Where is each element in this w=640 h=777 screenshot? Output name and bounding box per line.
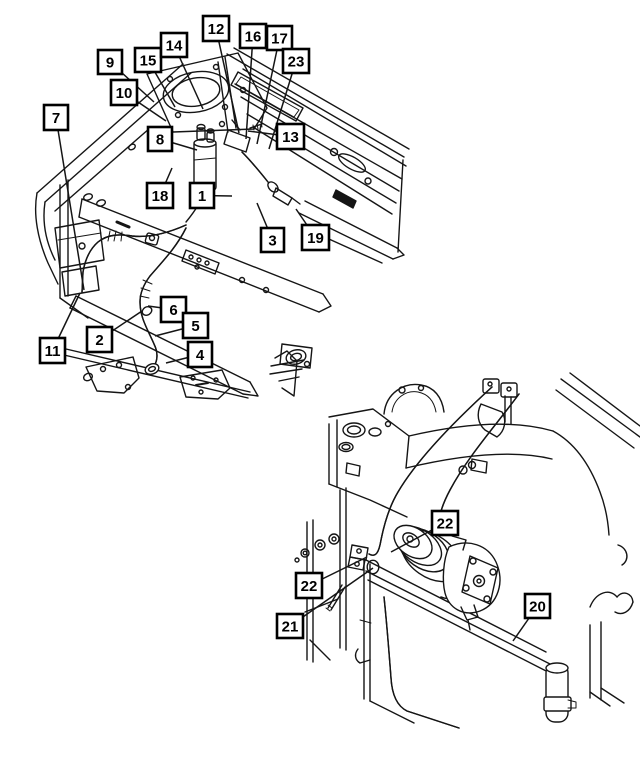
callout-number: 16 xyxy=(245,28,262,45)
callout-box-14[interactable] xyxy=(159,31,189,59)
callout-box-2[interactable] xyxy=(85,325,114,354)
callout-number: 11 xyxy=(45,343,61,360)
callout-number: 1 xyxy=(198,188,206,205)
callout-box-7[interactable] xyxy=(42,103,70,132)
callout-number: 14 xyxy=(166,37,183,54)
callout-box-22[interactable] xyxy=(430,509,460,537)
callout-box-23[interactable] xyxy=(281,47,311,75)
callout-leader-17 xyxy=(256,37,281,145)
callout-number: 19 xyxy=(307,230,324,247)
callout-number: 6 xyxy=(169,302,177,319)
callout-number: 4 xyxy=(196,347,205,364)
callout-number: 10 xyxy=(116,85,133,102)
callout-number: 15 xyxy=(140,52,157,69)
callout-number: 8 xyxy=(156,131,164,148)
callout-number: 3 xyxy=(268,232,276,249)
callout-box-10[interactable] xyxy=(109,78,139,107)
callout-box-5[interactable] xyxy=(181,311,210,340)
callout-number: 17 xyxy=(271,30,288,47)
callout-box-9[interactable] xyxy=(96,48,124,76)
callout-number: 12 xyxy=(208,21,225,38)
callout-leader-16 xyxy=(245,35,254,140)
callout-number: 20 xyxy=(529,598,546,615)
callout-box-4[interactable] xyxy=(186,340,214,369)
callout-box-20[interactable] xyxy=(523,592,552,620)
callout-box-18[interactable] xyxy=(145,181,175,210)
callout-box-8[interactable] xyxy=(146,125,174,153)
callout-number: 5 xyxy=(191,318,199,335)
callout-number: 2 xyxy=(95,332,103,349)
callout-number: 22 xyxy=(437,515,454,532)
callout-box-11[interactable] xyxy=(38,336,67,365)
callout-number: 13 xyxy=(282,129,299,146)
callout-number: 9 xyxy=(106,54,114,71)
callout-box-19[interactable] xyxy=(300,223,331,252)
callout-leader-7 xyxy=(55,117,85,291)
callout-box-3[interactable] xyxy=(259,226,286,254)
callout-leader-12 xyxy=(215,28,240,134)
callout-box-21[interactable] xyxy=(275,612,305,640)
callout-box-13[interactable] xyxy=(275,122,306,151)
callout-box-22[interactable] xyxy=(294,571,324,600)
callout-number: 22 xyxy=(301,578,318,595)
callout-number: 18 xyxy=(152,188,169,205)
callout-box-6[interactable] xyxy=(159,295,188,324)
callout-box-17[interactable] xyxy=(265,24,294,52)
callout-number: 21 xyxy=(282,618,299,635)
callout-box-15[interactable] xyxy=(133,46,163,74)
engine-bay-lineart xyxy=(269,359,640,729)
callout-number: 23 xyxy=(288,53,305,70)
callout-number: 7 xyxy=(52,110,60,127)
callouts-engine-bay-view: 22 22 21 20 xyxy=(275,509,552,642)
callout-box-12[interactable] xyxy=(201,14,231,43)
callout-box-1[interactable] xyxy=(188,181,216,210)
